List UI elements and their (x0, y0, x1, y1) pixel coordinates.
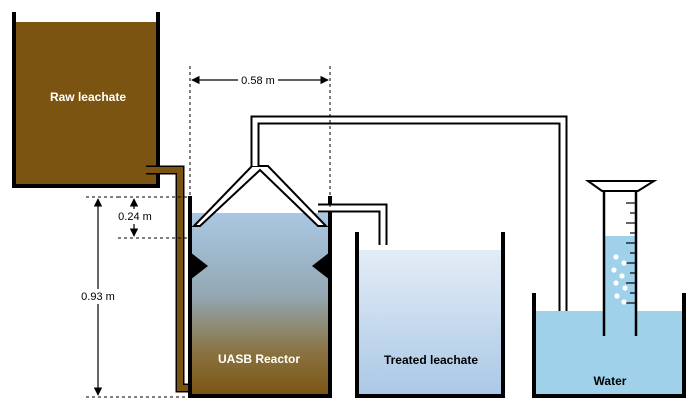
gas-collection-cylinder (584, 180, 658, 336)
funnel (584, 180, 658, 192)
height-dimension-label: 0.93 m (81, 291, 115, 303)
baffle-right (312, 252, 330, 280)
cylinder-water (604, 236, 636, 336)
headspace-dimension-label: 0.24 m (118, 211, 152, 223)
treated-leachate-tank-wall (355, 232, 505, 398)
gas-bubbles (611, 254, 628, 305)
treated-leachate-liquid (357, 250, 503, 396)
width-dimension-label: 0.58 m (241, 75, 275, 87)
water-label: Water (594, 374, 627, 388)
raw-leachate-label: Raw leachate (50, 90, 126, 104)
dimension-headspace: 0.24 m (116, 196, 188, 239)
dimension-width: 0.58 m (189, 66, 331, 210)
uasb-reactor-contents (190, 213, 330, 396)
treated-leachate-tank: Treated leachate (355, 232, 505, 398)
dimension-height: 0.93 m (78, 196, 188, 398)
graduation-marks (626, 202, 636, 304)
water-tank-wall (532, 293, 686, 398)
baffle-left (190, 252, 208, 280)
treated-leachate-label: Treated leachate (384, 353, 478, 367)
uasb-reactor: UASB Reactor (188, 165, 332, 398)
cylinder-gas-space (604, 192, 636, 236)
raw-leachate-tank-wall (12, 12, 160, 188)
raw-leachate-liquid (14, 22, 158, 186)
uasb-reactor-label: UASB Reactor (218, 352, 300, 366)
effluent-line (318, 203, 388, 245)
uasb-reactor-wall (188, 196, 332, 398)
raw-leachate-tank: Raw leachate (12, 12, 160, 188)
